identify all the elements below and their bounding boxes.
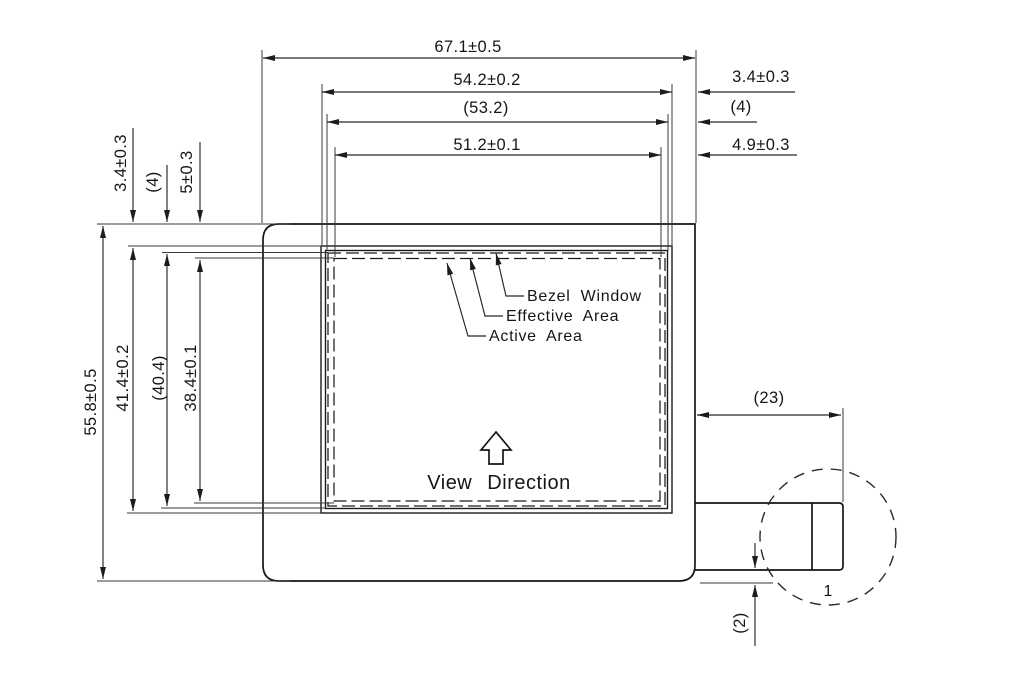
bezel-window-outline xyxy=(320,245,673,514)
callout-leader-lines xyxy=(446,252,524,337)
dim-bezel-top-offset-label: 3.4±0.3 xyxy=(112,134,130,192)
dim-active-area-width-label: 51.2±0.1 xyxy=(453,136,520,154)
connector-tab-outline xyxy=(695,502,844,571)
module-body-outline xyxy=(262,223,696,582)
dim-connector-length-label: (23) xyxy=(754,389,785,407)
view-direction-label: View Direction xyxy=(427,472,570,494)
dim-active-right-offset-label: 4.9±0.3 xyxy=(732,136,790,154)
dim-bezel-right-offset-label: 3.4±0.3 xyxy=(732,68,790,86)
view-direction-arrow-icon xyxy=(479,430,513,465)
dim-effective-area-width-label: (53.2) xyxy=(463,99,509,117)
callout-bezel-window: Bezel Window xyxy=(527,288,642,305)
leader-bezel-window xyxy=(495,252,524,297)
dim-bezel-window-width-label: 54.2±0.2 xyxy=(453,71,520,89)
detail-circle xyxy=(759,468,897,606)
dim-overall-width-label: 67.1±0.5 xyxy=(434,38,501,56)
callout-active-area: Active Area xyxy=(489,328,583,345)
leader-effective-area xyxy=(469,257,503,317)
dim-connector-thickness-label: (2) xyxy=(731,612,749,633)
connector-pin-number: 1 xyxy=(824,583,833,600)
dim-effective-right-offset-label: (4) xyxy=(730,98,751,116)
dim-effective-area-height-label: (40.4) xyxy=(150,355,168,401)
dim-active-top-offset-label: 5±0.3 xyxy=(178,150,196,193)
extension-lines xyxy=(97,50,844,584)
dimension-lines xyxy=(100,55,841,646)
dim-overall-height-label: 55.8±0.5 xyxy=(82,368,100,435)
dim-bezel-window-height-label: 41.4±0.2 xyxy=(114,344,132,411)
dim-effective-top-offset-label: (4) xyxy=(144,171,162,192)
callout-effective-area: Effective Area xyxy=(506,308,619,325)
leader-active-area xyxy=(446,262,486,337)
dim-active-area-height-label: 38.4±0.1 xyxy=(182,344,200,411)
